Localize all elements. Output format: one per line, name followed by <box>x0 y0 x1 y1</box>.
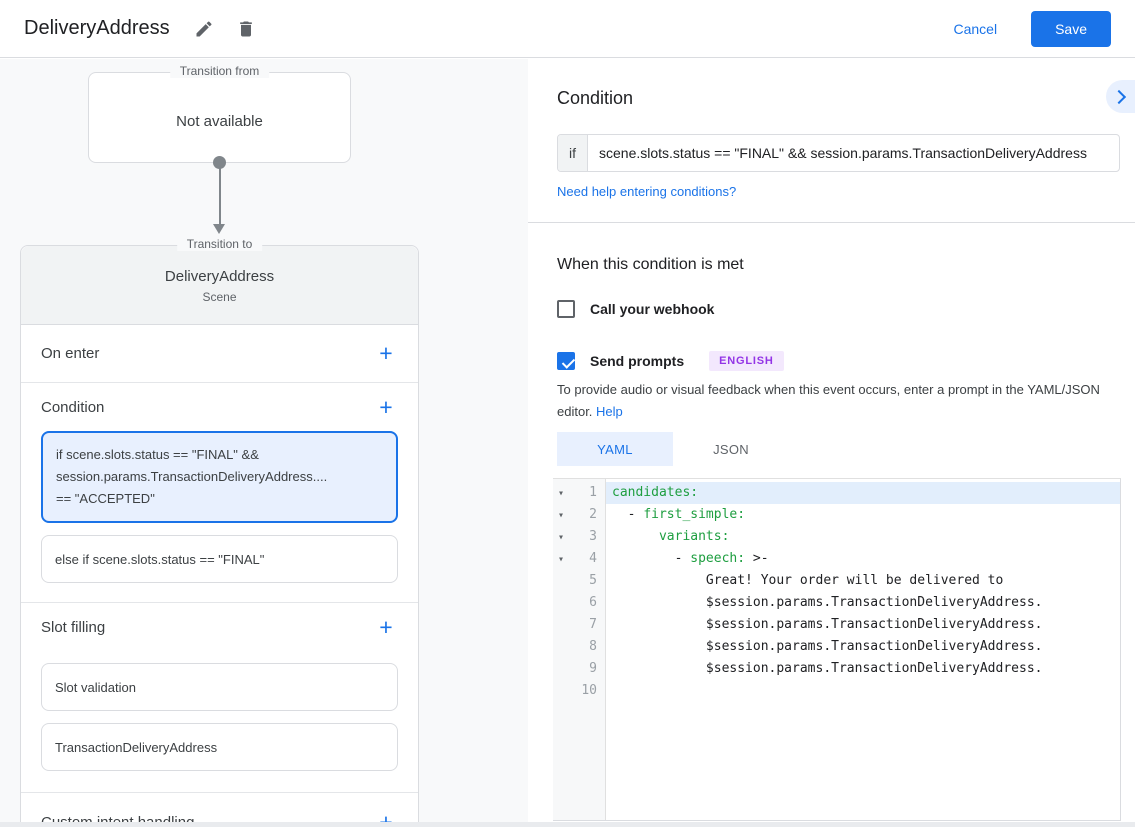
fold-arrow-icon[interactable] <box>558 482 564 505</box>
cancel-button[interactable]: Cancel <box>953 20 998 37</box>
connector-dot <box>213 156 226 169</box>
code-line: 7 $session.params.TransactionDeliveryAdd… <box>589 617 1043 632</box>
condition-section-label: Condition <box>41 398 105 416</box>
help-link[interactable]: Help <box>596 404 623 419</box>
language-badge: ENGLISH <box>709 351 784 371</box>
send-prompts-checkbox[interactable] <box>557 352 575 370</box>
on-enter-label: On enter <box>41 345 100 362</box>
webhook-label: Call your webhook <box>590 301 715 317</box>
code-line: 5 Great! Your order will be delivered to <box>589 573 1004 588</box>
pencil-icon <box>196 20 212 36</box>
code-line: 10 <box>581 683 597 698</box>
scene-name: DeliveryAddress <box>164 268 275 285</box>
add-on-enter-icon[interactable] <box>374 342 398 366</box>
slot-validation-item[interactable]: Slot validation <box>41 663 398 711</box>
code-line: 9 $session.params.TransactionDeliveryAdd… <box>589 661 1043 676</box>
add-slot-icon[interactable] <box>374 615 398 639</box>
code-line: 3 variants: <box>553 526 1120 548</box>
scene-type: Scene <box>202 290 237 304</box>
description-text: To provide audio or visual feedback when… <box>557 382 1100 419</box>
transition-to-label: Transition to <box>176 237 263 251</box>
code-line: 2 - first_simple: <box>553 504 1120 526</box>
yaml-code-editor[interactable]: 1 candidates: 2 - first_simple: 3 varian… <box>553 478 1121 821</box>
page-title: DeliveryAddress <box>24 17 170 39</box>
when-met-title: When this condition is met <box>557 256 744 273</box>
transition-to-card: Transition to DeliveryAddress Scene On e… <box>20 237 419 827</box>
send-prompts-row: Send prompts ENGLISH <box>557 351 784 371</box>
fold-arrow-icon[interactable] <box>558 526 564 549</box>
collapse-panel-button[interactable] <box>1106 80 1135 113</box>
code-line: 4 - speech: >- <box>553 548 1120 570</box>
condition-help-link[interactable]: Need help entering conditions? <box>557 184 737 199</box>
transition-from-box: Transition from Not available <box>88 64 351 163</box>
bottom-scroll-strip <box>0 822 1135 827</box>
condition-line: if scene.slots.status == "FINAL" && <box>56 447 259 462</box>
flow-panel: Transition from Not available Transition… <box>0 59 528 827</box>
delete-button[interactable] <box>234 17 258 41</box>
code-line: 1 candidates: <box>553 482 1120 504</box>
top-bar: DeliveryAddress Cancel Save <box>0 0 1135 58</box>
connector-arrowhead <box>213 224 225 234</box>
condition-line: session.params.TransactionDeliveryAddres… <box>56 469 328 484</box>
on-enter-row: On enter <box>21 325 418 383</box>
webhook-row: Call your webhook <box>557 300 714 318</box>
save-button[interactable]: Save <box>1031 10 1111 47</box>
trash-icon <box>239 21 252 36</box>
condition-detail-panel: Condition if scene.slots.status == "FINA… <box>528 59 1135 827</box>
condition-section: Condition if scene.slots.status == "FINA… <box>21 383 418 603</box>
tab-json[interactable]: JSON <box>713 441 749 457</box>
editor-tabs: YAML JSON <box>557 432 789 466</box>
condition-item-selected[interactable]: if scene.slots.status == "FINAL" && sess… <box>41 431 398 523</box>
code-line: 6 $session.params.TransactionDeliveryAdd… <box>589 595 1043 610</box>
condition-line: == "ACCEPTED" <box>56 491 155 506</box>
condition-expression-value[interactable]: scene.slots.status == "FINAL" && session… <box>599 145 1087 161</box>
condition-item-else[interactable]: else if scene.slots.status == "FINAL" <box>41 535 398 583</box>
webhook-checkbox[interactable] <box>557 300 575 318</box>
connector-line <box>218 167 221 224</box>
edit-button[interactable] <box>192 17 216 41</box>
add-condition-icon[interactable] <box>374 395 398 419</box>
fold-arrow-icon[interactable] <box>558 504 564 527</box>
send-prompts-label: Send prompts <box>590 353 685 369</box>
scene-card-header: DeliveryAddress Scene <box>21 246 418 325</box>
slot-filling-label: Slot filling <box>41 618 106 636</box>
if-label: if <box>558 135 588 171</box>
tab-yaml[interactable]: YAML <box>557 432 673 466</box>
condition-panel-title: Condition <box>557 88 634 108</box>
fold-arrow-icon[interactable] <box>558 548 564 571</box>
transition-from-label: Transition from <box>169 64 270 78</box>
panel-divider <box>528 222 1135 223</box>
condition-expression-field[interactable]: if scene.slots.status == "FINAL" && sess… <box>557 134 1120 172</box>
transition-from-value: Not available <box>176 113 263 130</box>
code-line: 8 $session.params.TransactionDeliveryAdd… <box>589 639 1043 654</box>
slot-filling-section: Slot filling Slot validation Transaction… <box>21 603 418 793</box>
prompt-description: To provide audio or visual feedback when… <box>557 379 1125 423</box>
slot-item[interactable]: TransactionDeliveryAddress <box>41 723 398 771</box>
